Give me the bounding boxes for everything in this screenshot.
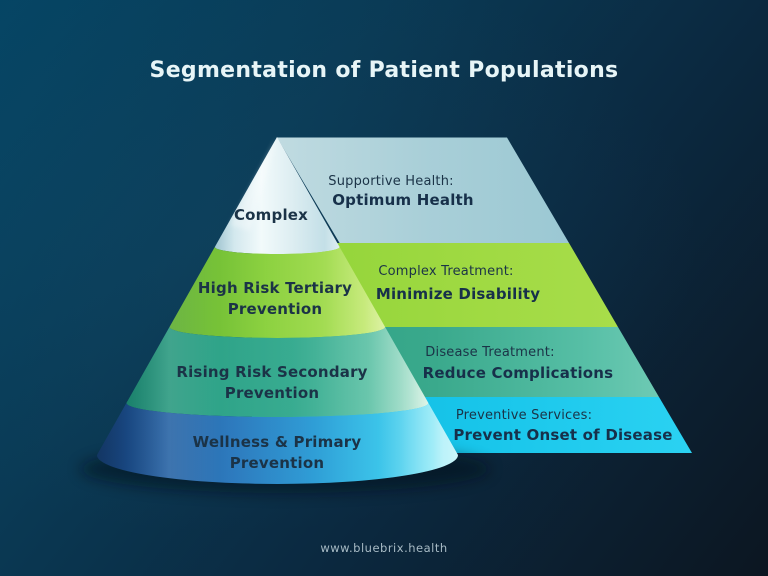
flat-label-supportive-value: Optimum Health: [332, 191, 474, 209]
cone-label-line: Prevention: [227, 300, 323, 318]
cone-label-line: Prevention: [224, 384, 320, 402]
flat-label-preventive-services-value: Prevent Onset of Disease: [453, 426, 673, 444]
cone-label-complex: Complex: [234, 205, 308, 226]
cone-label-high-risk: High Risk Tertiary Prevention: [198, 278, 352, 320]
cone-label-wellness: Wellness & Primary Prevention: [193, 432, 362, 474]
cone-label-rising-risk: Rising Risk Secondary Prevention: [176, 362, 367, 404]
cone-apex-highlight: [230, 137, 277, 231]
footer-url: www.bluebrix.health: [320, 541, 448, 555]
cone-label-line: Wellness & Primary: [192, 433, 362, 451]
flat-label-supportive-title: Supportive Health:: [328, 174, 454, 189]
flat-label-complex-treatment-value: Minimize Disability: [375, 285, 541, 303]
cone-label-line: Prevention: [229, 454, 325, 472]
flat-band-supportive-health: [277, 137, 569, 243]
cone-label-line: Complex: [233, 206, 309, 224]
cone-label-line: High Risk Tertiary: [197, 279, 353, 297]
flat-label-disease-treatment-title: Disease Treatment:: [425, 345, 555, 360]
flat-label-disease-treatment-value: Reduce Complications: [422, 364, 614, 382]
flat-label-complex-treatment-title: Complex Treatment:: [378, 264, 514, 279]
flat-label-preventive-services-title: Preventive Services:: [455, 408, 593, 423]
page-title: Segmentation of Patient Populations: [149, 58, 619, 83]
cone-sheen-overlay: [97, 137, 458, 484]
cone-label-line: Rising Risk Secondary: [176, 363, 368, 381]
